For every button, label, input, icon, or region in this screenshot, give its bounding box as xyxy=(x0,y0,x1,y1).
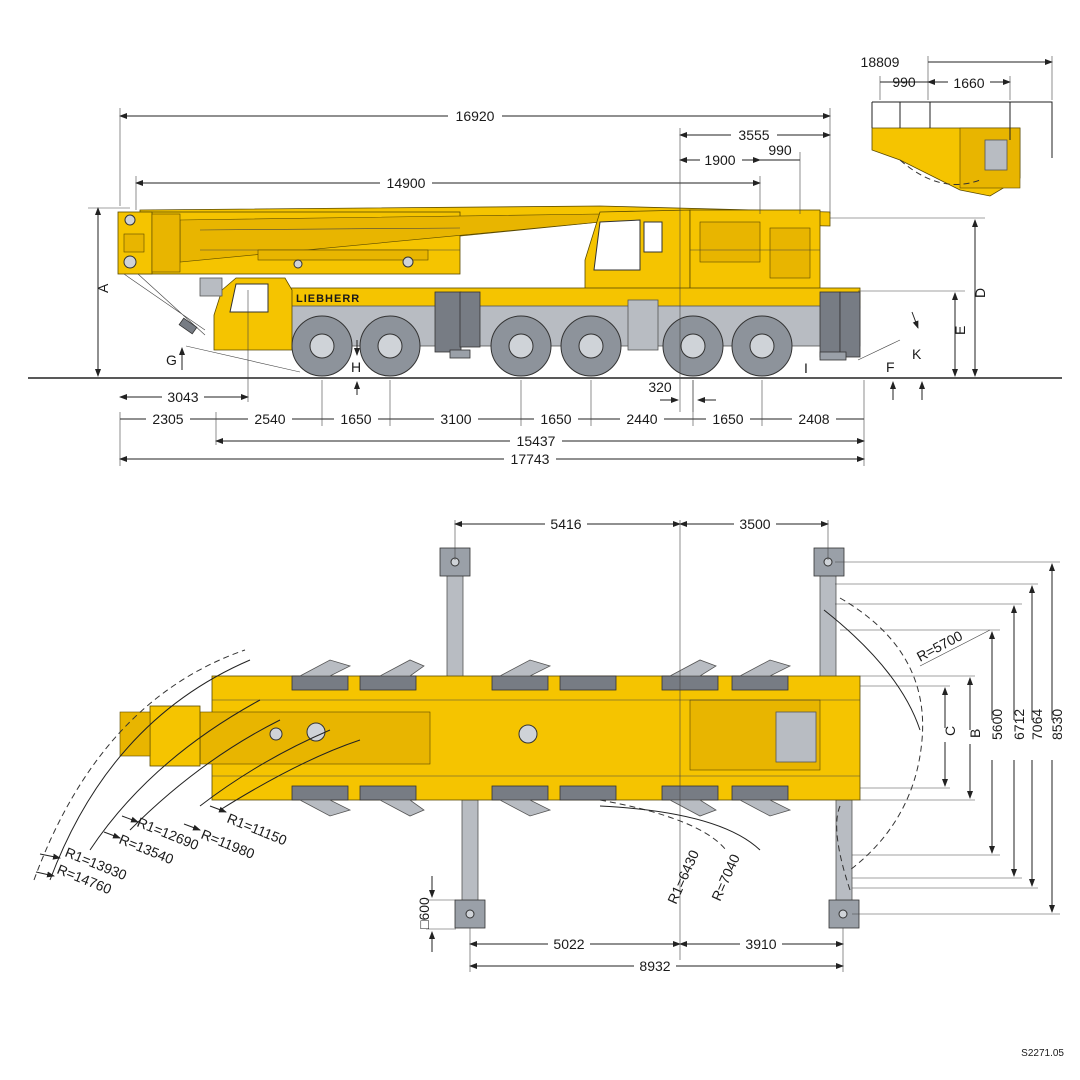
dim-2440: 2440 xyxy=(626,411,657,427)
brand-logo-text: LIEBHERR xyxy=(296,293,360,305)
axle-dimension-row: 2305 2540 1650 3100 1650 2440 1650 2408 xyxy=(119,380,865,466)
dim-320: 320 xyxy=(648,379,672,395)
dim-3555: 3555 xyxy=(738,127,769,143)
dim-990-detail: 990 xyxy=(892,74,916,90)
label-A: A xyxy=(95,283,111,293)
superstructure xyxy=(584,209,821,291)
label-C: C xyxy=(942,726,958,736)
top-view: 5416 3500 5022 3910 8932 □600 xyxy=(33,516,1065,974)
width-dimensions: C B 5600 6712 7064 8530 xyxy=(835,561,1065,915)
dim-18809: 18809 xyxy=(861,54,900,70)
crane-boom xyxy=(139,205,831,275)
detail-view: 18809 990 1660 xyxy=(861,54,1053,197)
swing-radii xyxy=(33,597,924,891)
side-view: LIEBHERR 16920 14900 3555 1900 xyxy=(28,108,1062,467)
dim-1660: 1660 xyxy=(953,75,984,91)
dim-5022: 5022 xyxy=(553,936,584,952)
side-wheels xyxy=(291,315,793,377)
dim-1900: 1900 xyxy=(704,152,735,168)
dim-16920: 16920 xyxy=(456,108,495,124)
dim-2408: 2408 xyxy=(798,411,829,427)
radius-5700: R=5700 xyxy=(914,627,965,664)
dim-6712: 6712 xyxy=(1011,709,1027,740)
label-B: B xyxy=(967,729,983,738)
dim-7064: 7064 xyxy=(1029,709,1045,740)
dim-990-side: 990 xyxy=(768,142,792,158)
dim-17743: 17743 xyxy=(511,451,550,467)
label-F: F xyxy=(886,359,895,375)
dim-3043: 3043 xyxy=(167,389,198,405)
dim-8932: 8932 xyxy=(639,958,670,974)
dim-3910: 3910 xyxy=(745,936,776,952)
dim-8530: 8530 xyxy=(1049,709,1065,740)
outrigger-beams xyxy=(439,547,860,929)
label-H: H xyxy=(351,359,361,375)
label-D: D xyxy=(972,288,988,298)
drawing-code: S2271.05 xyxy=(1021,1048,1064,1059)
label-E: E xyxy=(952,326,968,335)
dim-pad-600: □600 xyxy=(416,897,432,929)
dim-15437: 15437 xyxy=(517,433,556,449)
dim-3100: 3100 xyxy=(440,411,471,427)
label-K: K xyxy=(912,346,922,362)
radius-6430: R1=6430 xyxy=(664,847,702,906)
dim-14900: 14900 xyxy=(387,175,426,191)
boom-head xyxy=(117,211,181,275)
dim-1650-c: 1650 xyxy=(712,411,743,427)
label-G: G xyxy=(166,352,177,368)
driver-cab xyxy=(199,277,293,351)
label-I: I xyxy=(804,360,808,376)
dim-5600: 5600 xyxy=(989,709,1005,740)
dim-1650-a: 1650 xyxy=(340,411,371,427)
dim-1650-b: 1650 xyxy=(540,411,571,427)
dim-3500: 3500 xyxy=(739,516,770,532)
dim-2305: 2305 xyxy=(152,411,183,427)
dim-5416: 5416 xyxy=(550,516,581,532)
top-tyres xyxy=(291,659,792,817)
radius-7040: R=7040 xyxy=(708,851,743,903)
dim-2540: 2540 xyxy=(254,411,285,427)
